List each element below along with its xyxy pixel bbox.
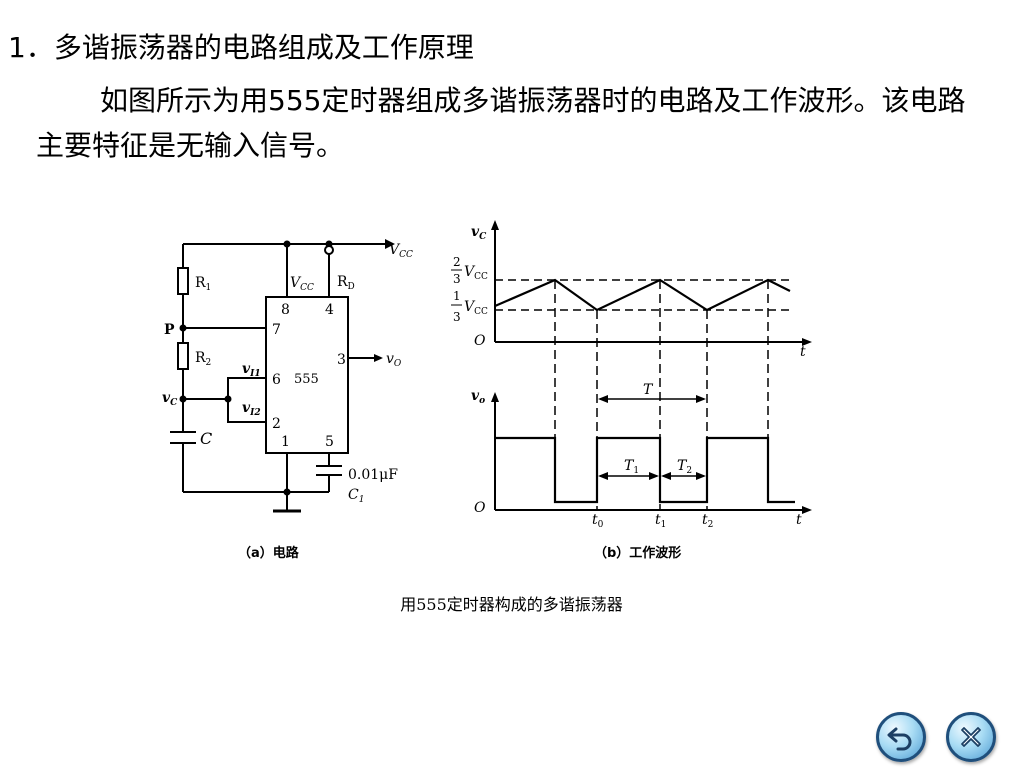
vc-axis-label: vC [471, 224, 487, 242]
tick-t2: t2 [702, 512, 713, 530]
chip-vcc-label: VCC [290, 275, 314, 293]
pin-6: 6 [272, 372, 281, 388]
chip-rd-label: RD [337, 274, 355, 292]
back-button[interactable] [876, 712, 926, 762]
chip-555 [265, 296, 349, 454]
capacitor-voltage-trace [494, 278, 791, 312]
pin-3: 3 [337, 352, 346, 368]
close-x-icon [961, 727, 981, 747]
pin-5: 5 [325, 434, 334, 450]
period-label: T [643, 382, 654, 398]
upper-threshold-label: VCC [464, 264, 488, 282]
vc-label: vC [162, 390, 178, 408]
upper-fraction-num: 2 [453, 255, 461, 269]
node-p-label: P [164, 322, 175, 338]
waveform-caption: （b）工作波形 [594, 545, 681, 561]
t2-label: T2 [677, 458, 692, 476]
tick-t1: t1 [655, 512, 666, 530]
rd-terminal [324, 245, 334, 255]
r1-label: R1 [195, 275, 211, 293]
lower-threshold-label: VCC [464, 299, 488, 317]
vo-axis-label: vo [471, 388, 485, 406]
output-pulse-trace [495, 436, 795, 504]
upper-fraction-den: 3 [453, 272, 461, 286]
lower-fraction-num: 1 [453, 289, 461, 303]
figure-svg: VCC R1 R2 P vC C 555 VCC RD 8 4 7 3 6 2 … [162, 220, 812, 561]
bottom-time-axis-label: t [796, 512, 802, 528]
section-heading: 1．多谐振荡器的电路组成及工作原理 [8, 31, 474, 64]
pin-7: 7 [272, 322, 281, 338]
vo-label: vO [386, 351, 402, 369]
back-arrow-icon [887, 727, 912, 751]
figure-caption: 用555定时器构成的多谐振荡器 [400, 595, 623, 614]
t1-label: T1 [624, 458, 639, 476]
circuit-diagram [170, 239, 395, 513]
vi1-label: vI1 [242, 361, 261, 379]
pin-2: 2 [272, 416, 281, 432]
vcc-label: VCC [389, 242, 413, 260]
cap-c-label: C [200, 429, 212, 448]
chip-name: 555 [294, 372, 319, 387]
r2-label: R2 [195, 350, 211, 368]
bottom-origin-label: O [474, 500, 486, 516]
waveform-diagram [491, 220, 812, 514]
pin-4: 4 [325, 302, 334, 318]
pin-1: 1 [281, 434, 290, 450]
tick-t0: t0 [592, 512, 604, 530]
top-origin-label: O [474, 333, 486, 349]
lower-fraction-den: 3 [453, 310, 461, 324]
c1-label: C1 [348, 487, 364, 505]
description-paragraph: 如图所示为用555定时器组成多谐振荡器时的电路及工作波形。该电路主要特征是无输入… [36, 84, 966, 162]
circuit-caption: （a）电路 [238, 545, 300, 561]
resistor-r1 [177, 267, 189, 295]
figure-555-astable: VCC R1 R2 P vC C 555 VCC RD 8 4 7 3 6 2 … [150, 208, 820, 578]
pin-8: 8 [281, 302, 290, 318]
top-time-axis-label: t [800, 344, 806, 360]
vi2-label: vI2 [242, 400, 261, 418]
c1-value-label: 0.01μF [348, 467, 398, 483]
resistor-r2 [177, 342, 189, 370]
close-button[interactable] [946, 712, 996, 762]
